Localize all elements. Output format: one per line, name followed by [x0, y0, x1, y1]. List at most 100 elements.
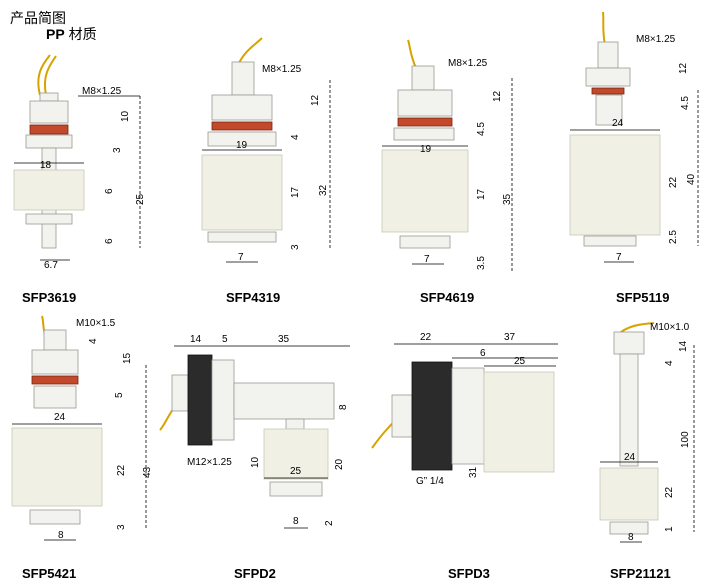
product-sfp3619: M8×1.25 10 3 18 6 25 6 6.7 SFP3619 [13, 54, 146, 305]
float [483, 371, 555, 473]
dim-label: 31 [468, 466, 479, 478]
dim-label: 2.5 [668, 230, 679, 244]
product-sfp5421: M10×1.5 4 15 5 24 22 43 3 8 SFP5421 [11, 315, 153, 581]
float [381, 149, 469, 233]
thread-stem [597, 41, 619, 69]
hex-nut [31, 349, 79, 375]
retainer [399, 235, 451, 249]
hex-nut [211, 94, 273, 121]
dim-label: 17 [290, 186, 301, 198]
dim-label: 8 [628, 532, 634, 543]
o-ring [211, 121, 273, 131]
dim-label: 15 [122, 352, 133, 364]
product-sfp21121: M10×1.0 14 4 100 24 22 1 8 SFP21121 [599, 322, 695, 581]
dim-label: 4.5 [680, 96, 691, 110]
retainer [25, 213, 73, 225]
dim-label: 10 [250, 456, 261, 468]
dim-label: 7 [424, 254, 430, 265]
dim-label: 2 [324, 520, 335, 526]
dim-label: 24 [54, 412, 66, 423]
dim-label: 8 [293, 516, 299, 527]
dim-label: 18 [40, 160, 52, 171]
stem [285, 418, 305, 430]
product-sfpd2: 14 5 35 M12×1.25 8 10 20 25 8 2 SFPD2 [159, 334, 350, 581]
retainer [583, 235, 637, 247]
dim-label: 22 [420, 332, 432, 343]
dim-label: 32 [318, 184, 329, 196]
dim-label: 6 [104, 238, 115, 244]
dim-label: 22 [668, 176, 679, 188]
float [599, 467, 659, 521]
page-title: 产品简图 [10, 10, 66, 26]
dim-label: 6.7 [44, 260, 58, 271]
product-sfp4619: M8×1.25 12 4.5 19 17 35 3.5 7 SFP4619 [381, 39, 513, 305]
thread-label: G” 1/4 [416, 476, 444, 487]
product-name: SFPD3 [448, 566, 490, 581]
dim-label: 22 [664, 486, 675, 498]
flange [451, 367, 485, 465]
dim-label: 12 [310, 94, 321, 106]
retainer [609, 521, 649, 535]
thread-stem [43, 329, 67, 351]
dim-label: 35 [502, 193, 513, 205]
dim-label: 3 [116, 524, 127, 530]
dim-label: 24 [624, 452, 636, 463]
flange [207, 131, 277, 147]
flange [25, 134, 73, 149]
product-name: SFP4319 [226, 290, 280, 305]
dim-label: 7 [616, 252, 622, 263]
retainer [207, 231, 277, 243]
arm [233, 382, 335, 420]
retainer [269, 481, 323, 497]
product-name: SFP5119 [616, 290, 670, 305]
dim-label: 37 [504, 332, 516, 343]
dim-label: 6 [480, 348, 486, 359]
dim-label: 4 [664, 360, 675, 366]
thread-stem [39, 92, 59, 102]
stem [619, 353, 639, 467]
dim-label: 8 [58, 530, 64, 541]
dim-label: 3.5 [476, 256, 487, 270]
dim-label: 14 [190, 334, 202, 345]
flange [33, 385, 77, 409]
product-name: SFP3619 [22, 290, 76, 305]
retainer [29, 509, 81, 525]
o-ring [31, 375, 79, 385]
float [11, 427, 103, 507]
dim-label: 12 [678, 62, 689, 74]
product-sfp5119: M8×1.25 12 4.5 24 22 40 2.5 7 SFP5119 [569, 11, 699, 305]
product-sfpd3: 22 37 6 25 G” 1/4 31 SFPD3 [371, 332, 558, 581]
hex-nut [187, 354, 213, 446]
dim-label: 4 [290, 134, 301, 140]
hex-nut [585, 67, 631, 87]
thread-label: M8×1.25 [448, 58, 488, 69]
dim-label: 17 [476, 188, 487, 200]
hex-nut [411, 361, 453, 471]
float [13, 169, 85, 211]
o-ring [397, 117, 453, 127]
thread-label: M12×1.25 [187, 457, 232, 468]
flange [393, 127, 455, 141]
float [201, 154, 283, 231]
thread-label: M8×1.25 [82, 86, 122, 97]
dim-label: 3 [112, 147, 123, 153]
flange [595, 94, 623, 126]
material-suffix: 材质 [64, 26, 97, 42]
thread-stem [391, 394, 413, 438]
dim-label: 40 [686, 173, 697, 185]
dim-label: 1 [664, 526, 675, 532]
hex-nut [29, 100, 69, 124]
thread-label: M10×1.5 [76, 318, 116, 329]
thread-stem [171, 374, 189, 412]
dim-label: 14 [678, 340, 689, 352]
product-name: SFP5421 [22, 566, 76, 581]
dim-label: 25 [135, 193, 146, 205]
hex-nut [397, 89, 453, 117]
dim-label: 25 [514, 356, 526, 367]
dim-label: 20 [334, 458, 345, 470]
dim-label: 4 [88, 338, 99, 344]
material-label: PP 材质 [46, 24, 97, 44]
dim-label: 35 [278, 334, 290, 345]
hex-nut [613, 331, 645, 355]
